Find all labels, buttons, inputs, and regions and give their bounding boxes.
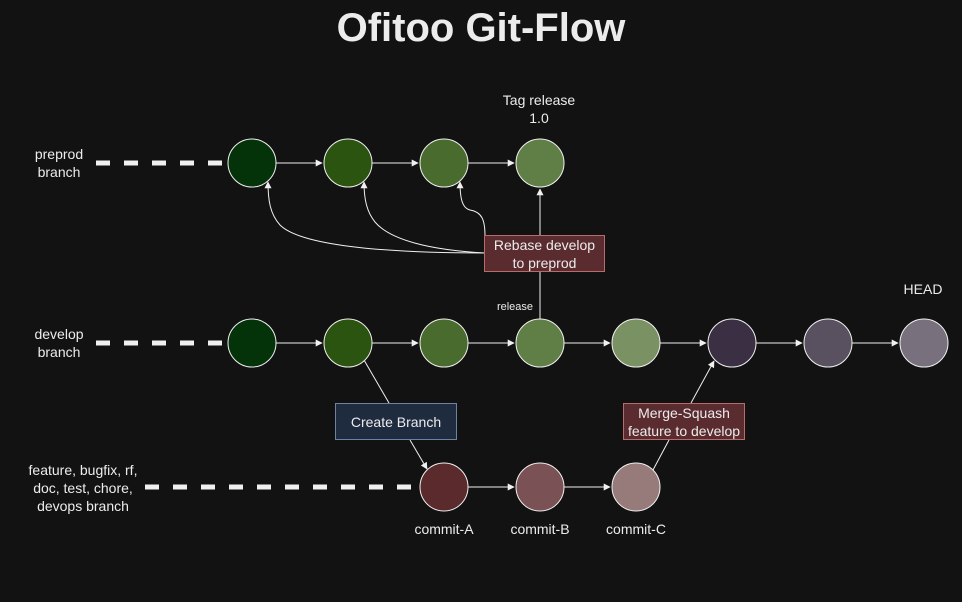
develop-commit-node-1: [227, 318, 277, 368]
commit-a-label: commit-A: [414, 521, 474, 537]
head-label: HEAD: [903, 281, 943, 297]
release-label: release: [496, 301, 534, 313]
develop-commit-node-5: [611, 318, 661, 368]
feature-branch-label: feature, bugfix, rf, doc, test, chore, d…: [28, 462, 138, 514]
feature-commit-node-3: [611, 462, 661, 512]
diagram-title: Ofitoo Git-Flow: [336, 6, 626, 50]
develop-commit-node-2: [323, 318, 373, 368]
rebase-curve-1: [264, 181, 486, 254]
develop-commits: [227, 318, 949, 368]
feature-commits: [419, 462, 661, 512]
create-branch-box: Create Branch: [335, 403, 457, 440]
develop-branch-label: develop branch: [34, 326, 84, 360]
develop-commit-node-3: [419, 318, 469, 368]
feature-commit-node-1: [419, 462, 469, 512]
merge-line-bottom: [652, 439, 670, 471]
create-branch-line-bottom: [409, 439, 428, 470]
tag-release-label: Tag release 1.0: [502, 92, 576, 126]
develop-commit-node-8: [899, 318, 949, 368]
rebase-box: Rebase develop to preprod: [484, 235, 605, 272]
rebase-curve-3: [456, 181, 486, 237]
preprod-commit-node-2: [323, 138, 373, 188]
merge-line-top: [690, 360, 715, 404]
merge-squash-box: Merge-Squash feature to develop: [623, 403, 745, 440]
feature-commit-node-2: [515, 462, 565, 512]
commit-b-label: commit-B: [510, 521, 570, 537]
rebase-curve-2: [360, 181, 486, 254]
preprod-commit-node-3: [419, 138, 469, 188]
create-branch-line-top: [363, 359, 390, 404]
commit-c-label: commit-C: [606, 521, 666, 537]
preprod-commits: [227, 138, 565, 188]
preprod-branch-label: preprod branch: [34, 146, 84, 180]
preprod-commit-node-1: [227, 138, 277, 188]
develop-commit-node-7: [803, 318, 853, 368]
preprod-commit-node-4: [515, 138, 565, 188]
develop-commit-node-6: [707, 318, 757, 368]
develop-commit-node-4: [515, 318, 565, 368]
